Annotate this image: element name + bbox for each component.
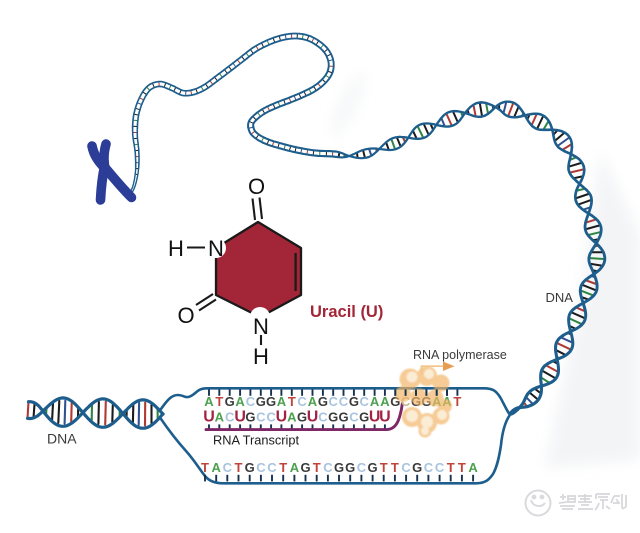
svg-text:U: U bbox=[379, 409, 391, 426]
svg-text:A: A bbox=[204, 394, 214, 409]
svg-text:T: T bbox=[313, 460, 321, 475]
svg-text:G: G bbox=[359, 410, 369, 425]
svg-text:RNA polymerase: RNA polymerase bbox=[413, 348, 507, 362]
svg-text:DNA: DNA bbox=[47, 431, 77, 447]
svg-text:G: G bbox=[245, 460, 255, 475]
svg-text:G: G bbox=[338, 410, 348, 425]
svg-text:Uracil (U): Uracil (U) bbox=[310, 303, 383, 321]
svg-text:T: T bbox=[447, 460, 455, 475]
svg-text:G: G bbox=[318, 394, 328, 409]
svg-text:A: A bbox=[308, 394, 318, 409]
svg-text:G: G bbox=[390, 394, 400, 409]
svg-text:A: A bbox=[212, 460, 222, 475]
svg-text:G: G bbox=[297, 410, 307, 425]
svg-text:G: G bbox=[256, 394, 266, 409]
svg-text:C: C bbox=[246, 394, 256, 409]
svg-text:RNA Transcript: RNA Transcript bbox=[213, 433, 299, 448]
svg-text:O: O bbox=[248, 174, 265, 199]
svg-text:G: G bbox=[266, 394, 276, 409]
svg-text:N: N bbox=[208, 236, 224, 261]
svg-text:A: A bbox=[287, 410, 297, 425]
svg-text:C: C bbox=[401, 394, 411, 409]
svg-text:C: C bbox=[256, 460, 266, 475]
svg-text:T: T bbox=[215, 394, 223, 409]
svg-text:A: A bbox=[235, 394, 245, 409]
svg-text:C: C bbox=[225, 410, 235, 425]
svg-text:A: A bbox=[277, 394, 287, 409]
svg-text:G: G bbox=[225, 394, 235, 409]
svg-text:T: T bbox=[288, 394, 296, 409]
svg-text:U: U bbox=[369, 409, 381, 426]
svg-text:C: C bbox=[360, 394, 370, 409]
svg-text:G: G bbox=[412, 460, 422, 475]
svg-text:G: G bbox=[334, 460, 344, 475]
svg-text:U: U bbox=[307, 409, 319, 426]
svg-text:A: A bbox=[468, 460, 478, 475]
svg-text:C: C bbox=[435, 460, 445, 475]
svg-text:C: C bbox=[256, 410, 266, 425]
svg-text:U: U bbox=[234, 409, 246, 426]
svg-text:H: H bbox=[168, 236, 184, 261]
svg-text:T: T bbox=[201, 460, 209, 475]
svg-text:T: T bbox=[453, 394, 461, 409]
svg-text:C: C bbox=[323, 460, 333, 475]
svg-text:O: O bbox=[177, 303, 194, 328]
svg-text:C: C bbox=[267, 460, 277, 475]
svg-text:G: G bbox=[345, 460, 355, 475]
svg-text:G: G bbox=[349, 394, 359, 409]
svg-text:DNA: DNA bbox=[546, 290, 574, 305]
svg-text:G: G bbox=[368, 460, 378, 475]
svg-text:U: U bbox=[276, 409, 288, 426]
svg-text:C: C bbox=[223, 460, 233, 475]
svg-text:T: T bbox=[380, 460, 388, 475]
svg-text:G: G bbox=[328, 410, 338, 425]
svg-text:C: C bbox=[318, 410, 328, 425]
svg-text:A: A bbox=[290, 460, 300, 475]
svg-text:C: C bbox=[401, 460, 411, 475]
svg-text:T: T bbox=[391, 460, 399, 475]
svg-text:C: C bbox=[297, 394, 307, 409]
svg-text:T: T bbox=[458, 460, 466, 475]
svg-text:C: C bbox=[349, 410, 359, 425]
svg-text:G: G bbox=[421, 394, 431, 409]
svg-text:N: N bbox=[253, 314, 269, 339]
svg-text:T: T bbox=[235, 460, 243, 475]
svg-text:C: C bbox=[266, 410, 276, 425]
svg-text:G: G bbox=[300, 460, 310, 475]
svg-text:C: C bbox=[424, 460, 434, 475]
svg-text:A: A bbox=[370, 394, 380, 409]
svg-text:T: T bbox=[279, 460, 287, 475]
svg-text:U: U bbox=[203, 409, 215, 426]
svg-text:G: G bbox=[245, 410, 255, 425]
svg-text:C: C bbox=[357, 460, 367, 475]
svg-text:H: H bbox=[253, 344, 269, 369]
svg-text:A: A bbox=[380, 394, 390, 409]
svg-text:C: C bbox=[329, 394, 339, 409]
svg-text:C: C bbox=[339, 394, 349, 409]
svg-text:A: A bbox=[215, 410, 225, 425]
